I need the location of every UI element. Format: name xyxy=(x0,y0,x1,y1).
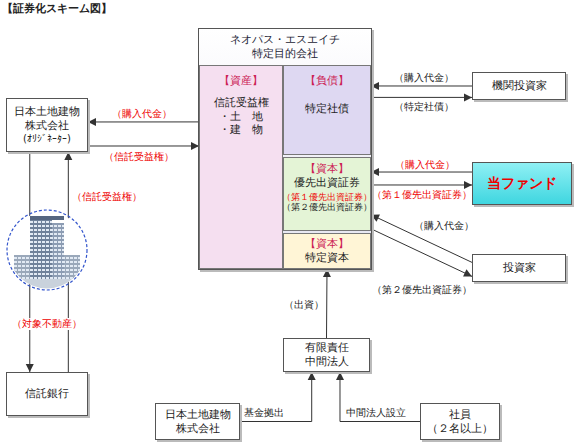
flow-label: （購入代金） xyxy=(112,107,172,121)
node-text: （第２優先出資証券） xyxy=(282,202,372,213)
node-text: 特定社債 xyxy=(305,102,349,116)
flow-line xyxy=(371,184,472,185)
flow-line xyxy=(340,372,420,422)
building-illustration xyxy=(6,205,88,295)
node-text: 【資本】 xyxy=(305,237,349,251)
flow-line xyxy=(88,145,199,146)
flow-line xyxy=(371,97,472,98)
flow-label: （購入代金） xyxy=(414,219,474,233)
node-text: 有限責任 中間法人 xyxy=(284,341,369,369)
entity-box: 社員 （２名以上） xyxy=(420,403,500,440)
node-text: 日本土地建物 株式会社 xyxy=(7,105,87,133)
balance-box: 【負債】特定社債 xyxy=(283,65,371,155)
node-text: 優先出資証券 xyxy=(294,176,360,190)
entity-box: 信託銀行 xyxy=(6,372,88,416)
investor-box: 機関投資家 xyxy=(472,72,566,100)
diagram-title: 【証券化スキーム図】 xyxy=(2,1,112,16)
node-text: 【資産】 xyxy=(219,74,263,88)
balance-box: 【資産】信託受益権・土 地・建 物 xyxy=(199,65,283,269)
arrow-head xyxy=(336,372,344,380)
arrow-head xyxy=(371,82,379,90)
node-text: 信託受益権 xyxy=(214,96,269,110)
entity-box: 日本土地建物 株式会社(ｵﾘｼﾞﾈｰﾀｰ) xyxy=(6,98,88,152)
flow-arrow xyxy=(88,142,199,150)
balance-box: 【資本】優先出資証券 （第１優先出資証券）（第２優先出資証券） xyxy=(283,157,371,231)
arrow-head xyxy=(464,93,472,101)
arrow-head xyxy=(64,152,72,160)
flow-label: （出資） xyxy=(284,298,324,312)
flow-line xyxy=(326,269,328,338)
flow-arrow xyxy=(336,372,420,422)
arrow-head xyxy=(308,372,316,380)
flow-line xyxy=(371,229,472,277)
investor-box: 投資家 xyxy=(472,254,566,282)
flow-label: （信託受益権） xyxy=(72,190,142,204)
node-text: ・建 物 xyxy=(219,123,263,137)
node-text: (ｵﾘｼﾞﾈｰﾀｰ) xyxy=(23,133,71,146)
node-text: 日本土地建物 株式会社 xyxy=(156,408,239,436)
node-text: 機関投資家 xyxy=(492,79,547,93)
flow-line xyxy=(371,172,472,173)
arrow-head xyxy=(371,168,379,176)
flow-label: （第１優先出資証券） xyxy=(372,188,472,202)
arrow-head xyxy=(371,215,380,222)
flow-line xyxy=(88,121,199,122)
circle-outline xyxy=(7,210,87,290)
flow-arrow xyxy=(371,181,472,189)
node-text: 信託銀行 xyxy=(25,387,69,401)
arrow-head xyxy=(323,269,331,277)
node-text: （対象不動産） xyxy=(12,318,82,331)
flow-arrow xyxy=(323,269,331,338)
node-text: 【負債】 xyxy=(305,74,349,88)
node-text: 社員 （２名以上） xyxy=(421,408,499,436)
node-text: ・土 地 xyxy=(219,110,263,124)
spc-box: ネオパス・エスエイチ 特定目的会社【資産】信託受益権・土 地・建 物【負債】特定… xyxy=(198,28,372,270)
flow-line xyxy=(371,85,472,86)
balance-box: 【資本】特定資本 xyxy=(283,233,371,269)
flow-arrow xyxy=(371,93,472,101)
node-text: ネオパス・エスエイチ 特定目的会社 xyxy=(199,33,371,61)
flow-arrow xyxy=(88,118,199,126)
flow-label: 基金拠出 xyxy=(244,406,284,420)
node-text: 【資本】 xyxy=(305,162,349,176)
flow-arrow xyxy=(371,82,472,90)
node-text: 投資家 xyxy=(503,261,536,275)
node-text: 特定資本 xyxy=(305,251,349,265)
node-text: （第１優先出資証券） xyxy=(282,192,372,203)
node-text: 当ファンド xyxy=(487,175,557,193)
flow-label: （特定社債） xyxy=(394,100,454,114)
flow-label: 中間法人設立 xyxy=(346,406,406,420)
flow-label: （第２優先出資証券） xyxy=(372,283,472,297)
arrow-head xyxy=(464,181,472,189)
entity-box: 有限責任 中間法人 xyxy=(283,338,370,372)
flow-label: （信託受益権） xyxy=(104,150,174,164)
flow-arrow xyxy=(371,229,472,277)
fund-box: 当ファンド xyxy=(472,162,572,205)
flow-label: （購入代金） xyxy=(395,158,455,172)
arrow-head xyxy=(463,269,472,276)
entity-box: 日本土地建物 株式会社 xyxy=(155,403,240,440)
flow-label: （購入代金） xyxy=(394,71,454,85)
arrow-head xyxy=(88,118,96,126)
flow-line xyxy=(240,372,312,422)
flow-arrow xyxy=(240,372,316,422)
arrow-head xyxy=(26,364,34,372)
